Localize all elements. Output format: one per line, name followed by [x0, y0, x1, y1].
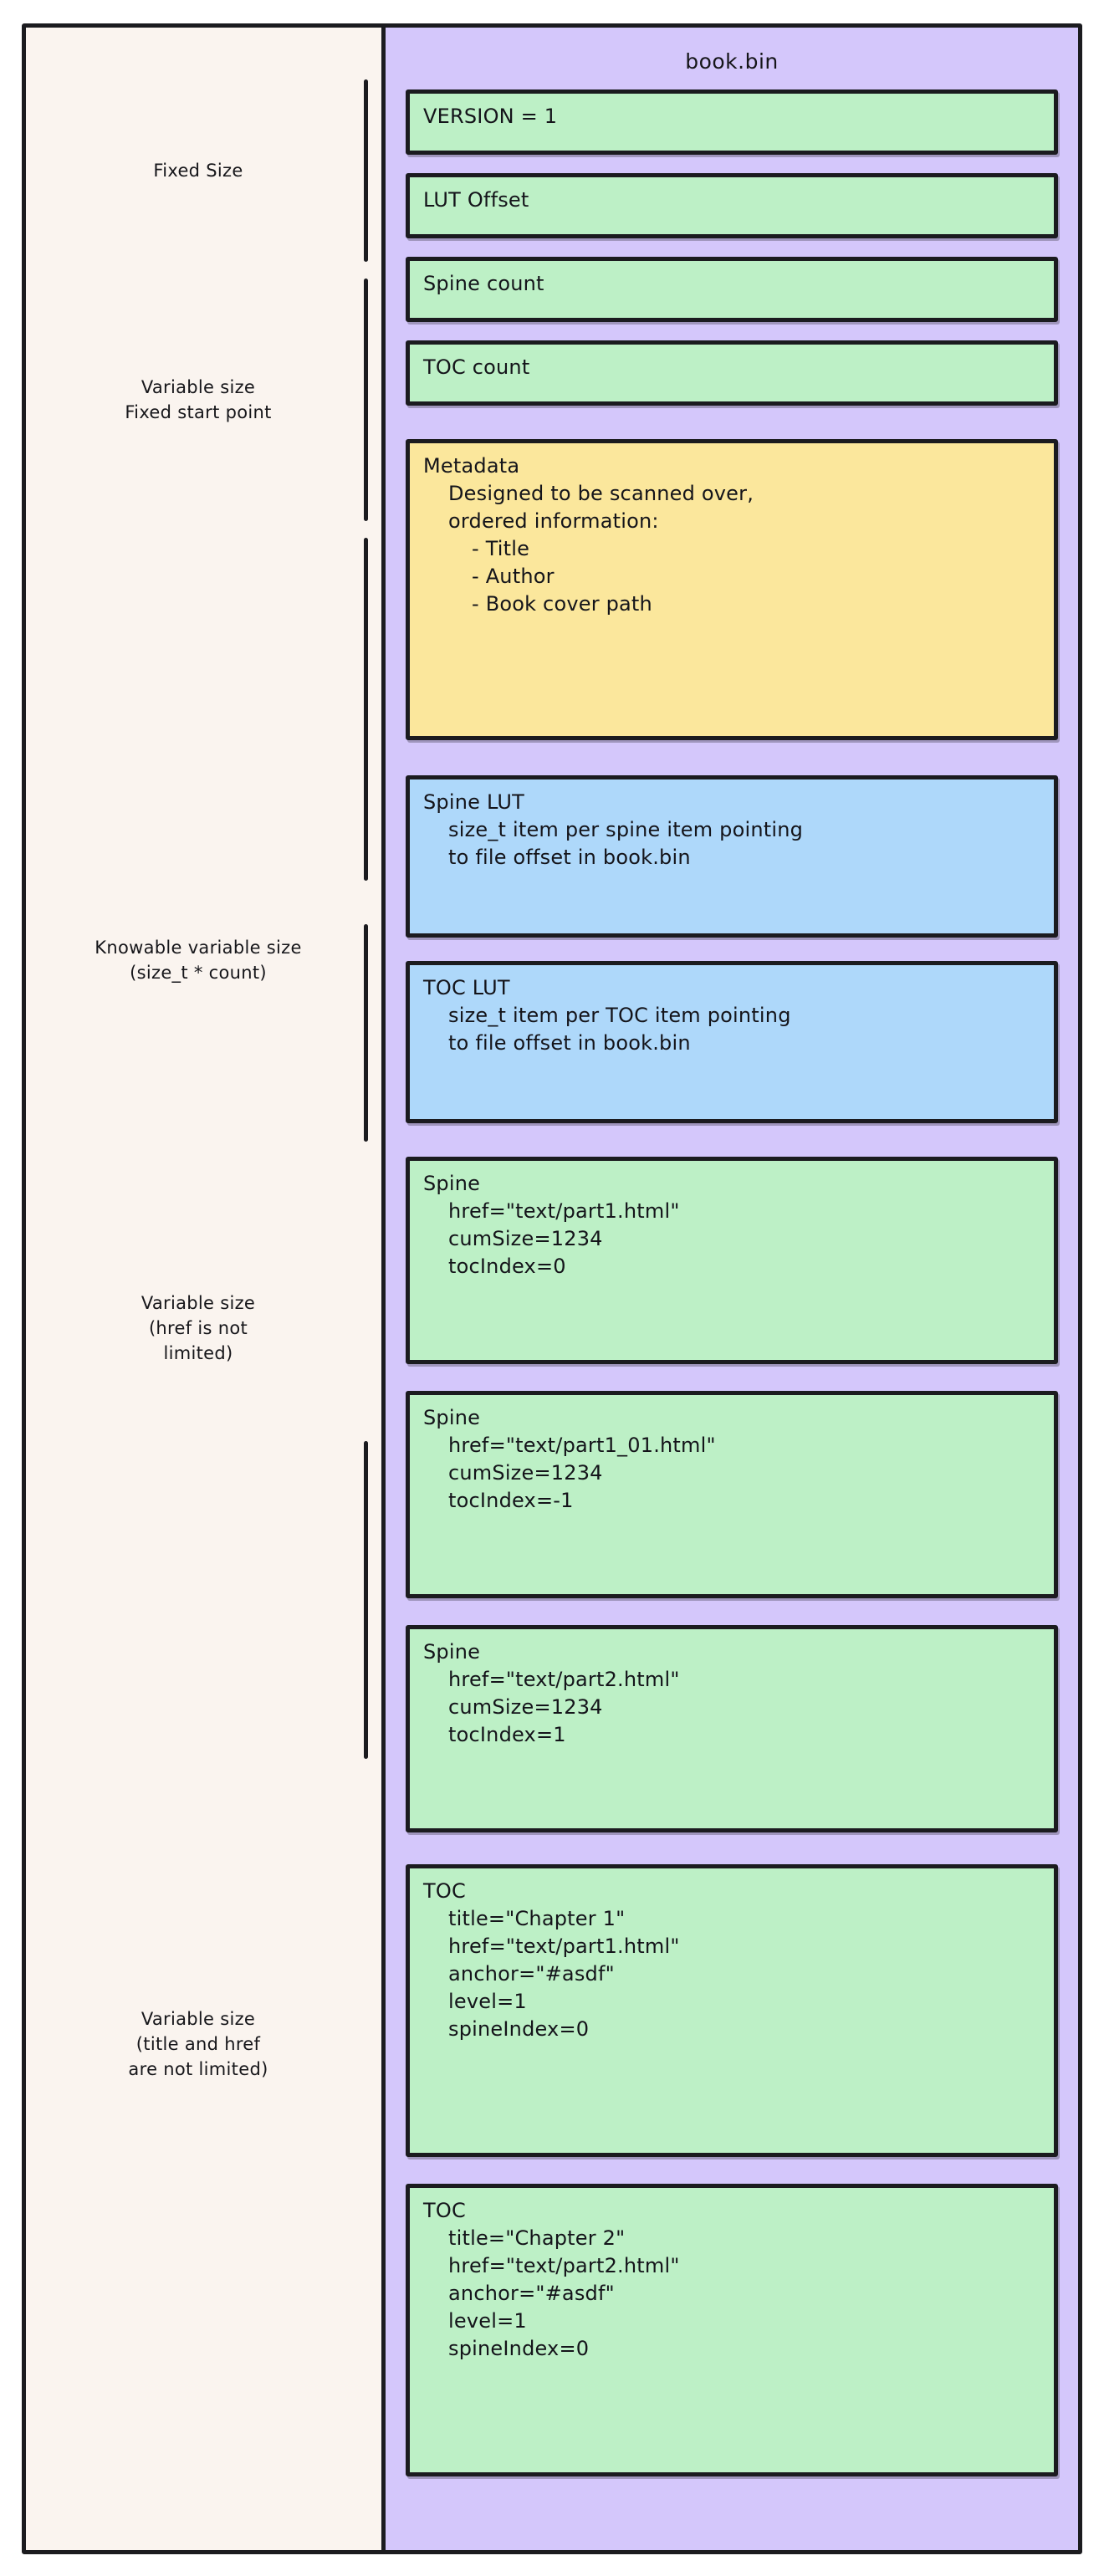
annotation-line: limited): [163, 1343, 233, 1363]
node-line: Spine: [423, 1172, 481, 1195]
node-line: Spine: [423, 1406, 481, 1429]
node-line: Spine: [423, 1640, 481, 1664]
node-toc-2[interactable]: TOC title="Chapter 2" href="text/part2.h…: [406, 2184, 1058, 2476]
book-bin-container: book.bin VERSION = 1 LUT Offset Spine co…: [386, 28, 1078, 2550]
node-metadata[interactable]: Metadata Designed to be scanned over, or…: [406, 439, 1058, 740]
node-lut-offset[interactable]: LUT Offset: [406, 173, 1058, 238]
node-line: cumSize=1234: [448, 1227, 603, 1250]
node-line: - Title: [472, 537, 530, 560]
annotation-line: Knowable variable size: [95, 938, 302, 958]
node-line: anchor="#asdf": [448, 1962, 615, 1986]
annotation-line: Fixed start point: [125, 402, 272, 422]
node-line: title="Chapter 1": [448, 1907, 626, 1930]
node-line: VERSION = 1: [423, 105, 558, 128]
annotation-line: (size_t * count): [130, 963, 267, 983]
node-line: href="text/part1_01.html": [448, 1434, 716, 1457]
annotation-line: (title and href: [135, 2034, 261, 2054]
annotation-variable-fixed-start: Variable size Fixed start point: [45, 375, 351, 425]
node-spine-lut[interactable]: Spine LUT size_t item per spine item poi…: [406, 775, 1058, 938]
node-line: size_t item per TOC item pointing: [448, 1004, 791, 1027]
annotation-line: Variable size: [141, 2009, 256, 2029]
node-line: href="text/part1.html": [448, 1935, 680, 1958]
node-spine-count[interactable]: Spine count: [406, 257, 1058, 322]
node-line: - Book cover path: [472, 592, 652, 616]
bracket-variable-fixed-start: [364, 279, 368, 521]
node-line: LUT Offset: [423, 188, 529, 212]
node-spine-1[interactable]: Spine href="text/part1.html" cumSize=123…: [406, 1157, 1058, 1364]
annotation-variable-href: Variable size (href is not limited): [45, 1291, 351, 1366]
node-line: cumSize=1234: [448, 1695, 603, 1719]
annotation-line: Variable size: [141, 377, 256, 397]
node-line: href="text/part2.html": [448, 2254, 680, 2277]
book-bin-title: book.bin: [685, 49, 779, 74]
annotation-fixed-size: Fixed Size: [45, 158, 351, 183]
annotation-variable-title-href: Variable size (title and href are not li…: [45, 2006, 351, 2082]
node-line: spineIndex=0: [448, 2337, 590, 2360]
diagram-outer-frame: Fixed Size Variable size Fixed start poi…: [22, 23, 1082, 2554]
node-line: size_t item per spine item pointing: [448, 818, 804, 841]
annotation-line: (href is not: [148, 1318, 248, 1338]
node-toc-1[interactable]: TOC title="Chapter 1" href="text/part1.h…: [406, 1864, 1058, 2157]
node-line: level=1: [448, 2309, 527, 2333]
node-line: TOC LUT: [423, 976, 510, 999]
node-line: TOC: [423, 2199, 466, 2222]
node-line: TOC count: [423, 355, 530, 379]
node-line: tocIndex=1: [448, 1723, 566, 1746]
bracket-variable-href: [364, 924, 368, 1142]
node-line: ordered information:: [448, 509, 659, 533]
node-line: level=1: [448, 1990, 527, 2013]
annotation-line: Variable size: [141, 1293, 256, 1313]
annotation-line: Fixed Size: [153, 161, 243, 181]
node-line: title="Chapter 2": [448, 2226, 626, 2250]
node-toc-count[interactable]: TOC count: [406, 340, 1058, 406]
node-line: tocIndex=0: [448, 1255, 566, 1278]
node-line: to file offset in book.bin: [448, 1031, 691, 1055]
annotation-column: Fixed Size Variable size Fixed start poi…: [26, 28, 386, 2550]
annotation-line: are not limited): [128, 2059, 268, 2079]
node-line: cumSize=1234: [448, 1461, 603, 1485]
node-stack: VERSION = 1 LUT Offset Spine count TOC c…: [406, 89, 1058, 2476]
bracket-fixed-size: [364, 79, 368, 262]
node-line: TOC: [423, 1879, 466, 1903]
node-line: anchor="#asdf": [448, 2282, 615, 2305]
node-line: Metadata: [423, 454, 520, 478]
node-spine-3[interactable]: Spine href="text/part2.html" cumSize=123…: [406, 1625, 1058, 1832]
node-line: to file offset in book.bin: [448, 846, 691, 869]
bracket-variable-title-href: [364, 1441, 368, 1759]
annotation-knowable-variable-size: Knowable variable size (size_t * count): [45, 935, 351, 985]
node-toc-lut[interactable]: TOC LUT size_t item per TOC item pointin…: [406, 961, 1058, 1123]
node-line: href="text/part2.html": [448, 1668, 680, 1691]
node-version[interactable]: VERSION = 1: [406, 89, 1058, 155]
node-line: tocIndex=-1: [448, 1489, 574, 1512]
node-line: spineIndex=0: [448, 2017, 590, 2041]
node-line: - Author: [472, 565, 555, 588]
node-spine-2[interactable]: Spine href="text/part1_01.html" cumSize=…: [406, 1391, 1058, 1598]
node-line: Designed to be scanned over,: [448, 482, 754, 505]
bracket-knowable-variable-size: [364, 538, 368, 881]
node-line: Spine count: [423, 272, 544, 295]
node-line: Spine LUT: [423, 790, 524, 814]
node-line: href="text/part1.html": [448, 1199, 680, 1223]
